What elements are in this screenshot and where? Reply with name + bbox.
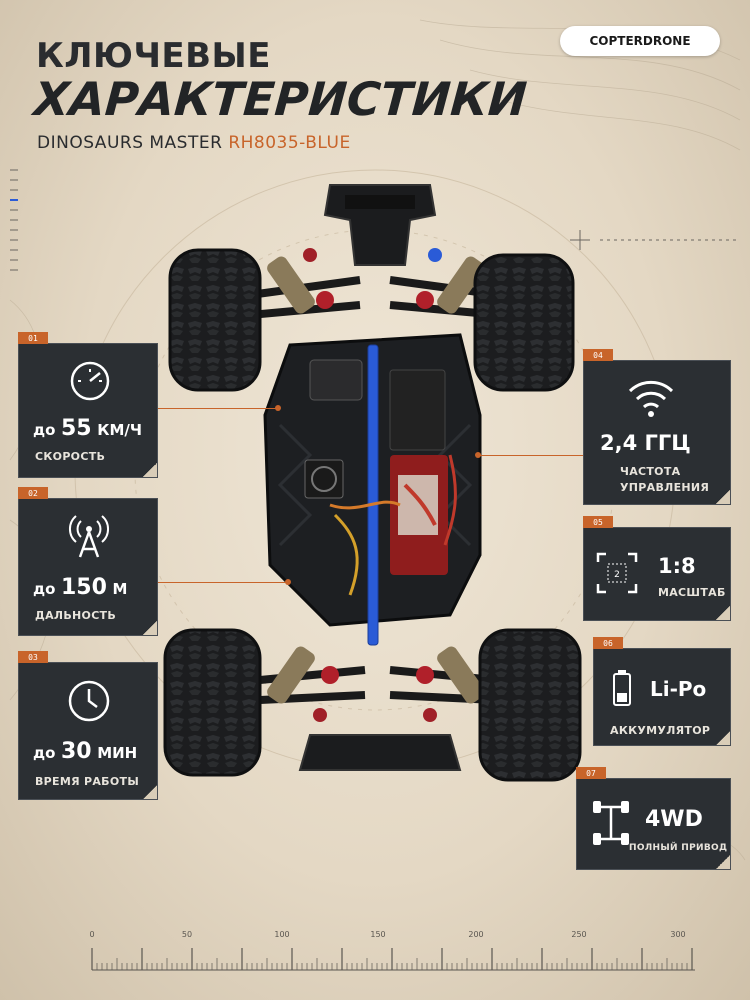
scale-icon-digit: 2 (614, 570, 620, 580)
bottom-ruler: 0 50 100 150 200 250 300 (89, 930, 710, 980)
spec-card-range: 02 до 150 М ДАЛЬНОСТЬ (18, 487, 158, 636)
ruler-label-250: 250 (571, 930, 587, 939)
rc-car-chassis-image (163, 184, 582, 782)
spec-value: до 55 КМ/Ч (33, 416, 142, 441)
spec-number: 02 (18, 487, 48, 499)
spec-number: 04 (583, 349, 613, 361)
front-bumper (323, 184, 437, 266)
connector-dot-01 (275, 405, 281, 411)
title-line-1: КЛЮЧЕВЫЕ (36, 36, 272, 76)
spec-card-frequency: 04 2,4 ГГЦ ЧАСТОТА УПРАВЛЕНИЯ (583, 349, 731, 505)
model-name: DINOSAURS MASTER (37, 133, 223, 153)
spec-card-runtime: 03 до 30 МИН ВРЕМЯ РАБОТЫ (18, 651, 158, 800)
antenna-icon (69, 515, 109, 558)
connector-02 (158, 582, 288, 583)
connector-dot-04 (475, 452, 481, 458)
connector-dot-02 (285, 579, 291, 585)
scale-icon: 2 (596, 552, 638, 594)
wheel-front-left (168, 248, 262, 392)
clock-icon (68, 680, 110, 722)
spec-number: 01 (18, 332, 48, 344)
spec-value: до 30 МИН (33, 739, 138, 764)
spec-label-line1: ЧАСТОТА (620, 465, 681, 478)
ruler-label-150: 150 (370, 930, 386, 939)
spec-value: 2,4 ГГЦ (600, 431, 691, 455)
spec-label-line2: УПРАВЛЕНИЯ (620, 481, 710, 494)
wheel-rear-left (163, 628, 262, 777)
logo-text: COPTERDRONE (589, 34, 691, 48)
wheel-front-right (473, 253, 575, 392)
spec-card-drivetrain: 07 4WD ПОЛНЫЙ ПРИВОД (576, 767, 731, 870)
battery-pack (389, 369, 448, 575)
spec-number: 03 (18, 651, 48, 663)
wheel-rear-right (478, 628, 582, 782)
model-code: RH8035-BLUE (228, 133, 351, 153)
spec-number: 06 (593, 637, 623, 649)
battery-icon (613, 670, 631, 706)
connector-01 (158, 408, 278, 409)
drivetrain-icon (593, 801, 629, 845)
side-ticks-left (10, 169, 18, 271)
ruler-label-50: 50 (181, 930, 193, 939)
spec-card-speed: 01 до 55 КМ/Ч СКОРОСТЬ (18, 332, 158, 478)
spec-value: 1:8 (658, 554, 696, 578)
spec-value: Li-Po (650, 677, 707, 701)
spec-label: АККУМУЛЯТОР (610, 724, 711, 737)
front-shocks (267, 248, 485, 314)
ruler-ticks (91, 948, 695, 971)
rear-shocks (267, 646, 485, 722)
ruler-label-300: 300 (670, 930, 686, 939)
spec-label: ВРЕМЯ РАБОТЫ (35, 775, 140, 788)
spec-card-scale: 05 2 1:8 МАСШТАБ (583, 516, 731, 621)
spec-number: 07 (576, 767, 606, 779)
esc-fan (304, 459, 344, 499)
connector-04 (478, 455, 583, 456)
brand-logo[interactable]: COPTERDRONE (560, 26, 720, 56)
ruler-label-200: 200 (468, 930, 484, 939)
rear-bumper (298, 734, 462, 771)
spec-label: МАСШТАБ (658, 586, 726, 599)
center-driveshaft (367, 344, 379, 646)
ruler-label-100: 100 (274, 930, 290, 939)
spec-value: 4WD (645, 807, 703, 832)
spec-label: СКОРОСТЬ (35, 450, 106, 463)
spec-card-battery: 06 Li-Po АККУМУЛЯТОР (593, 637, 731, 746)
motor (309, 359, 363, 401)
spec-value: до 150 М (33, 575, 128, 600)
spec-label: ДАЛЬНОСТЬ (35, 609, 117, 622)
speedometer-icon (70, 361, 110, 401)
wifi-icon (628, 380, 674, 417)
ruler-label-0: 0 (89, 930, 95, 939)
title-line-2: ХАРАКТЕРИСТИКИ (32, 72, 529, 126)
model-subtitle: DINOSAURS MASTER RH8035-BLUE (37, 133, 351, 153)
spec-label: ПОЛНЫЙ ПРИВОД (629, 843, 728, 853)
spec-number: 05 (583, 516, 613, 528)
